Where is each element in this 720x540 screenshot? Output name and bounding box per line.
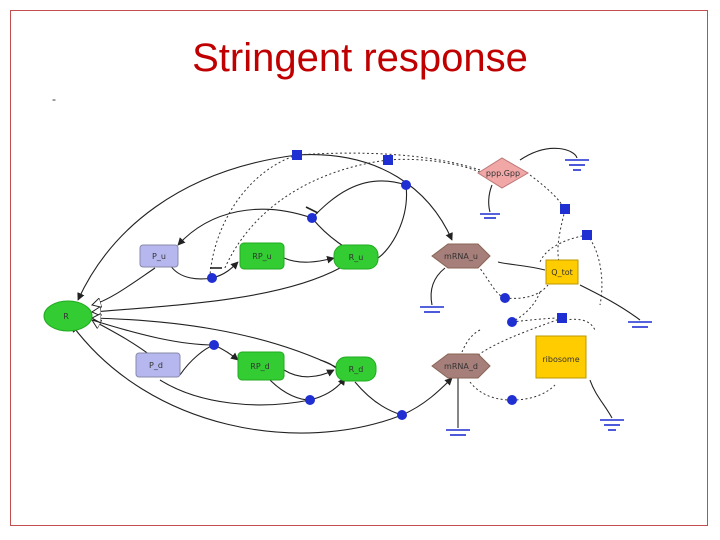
inhibit-bar-1: [305, 206, 319, 214]
node-rp-u: RP_u: [239, 242, 285, 270]
connector-square-1: [292, 150, 302, 160]
connector-square-2: [383, 155, 393, 165]
dotted-mrnad-to-lower-dot: [469, 381, 513, 401]
edge-pd-to-rd-top: [319, 359, 337, 369]
connector-dot-5: [507, 317, 517, 327]
round-connectors: [207, 180, 517, 420]
node-mrna-u: mRNA_u: [431, 243, 491, 269]
edge-dot-to-rd: [309, 377, 346, 401]
edge-bottom-arc-to-r: [71, 324, 403, 434]
node-ppgpp-label: ppp.Gpp: [486, 169, 520, 178]
edge-r-to-dot-lower: [91, 319, 215, 346]
node-r: R: [43, 300, 93, 332]
node-ribosome-label: ribosome: [542, 355, 579, 364]
dotted-ppgpp-to-sq2: [387, 158, 481, 173]
dotted-sq-to-ribo: [539, 234, 588, 263]
dotted-sq2-to-pu-dot: [223, 159, 389, 271]
node-p-d: P_d: [135, 352, 181, 378]
dotted-mrnau-loop: [504, 284, 549, 299]
square-connectors: [292, 150, 592, 323]
edge-qtot-left: [497, 261, 546, 271]
ground-symbols: [420, 159, 652, 436]
node-q-tot: Q_tot: [545, 259, 579, 285]
edge-rpd-to-rd: [283, 369, 335, 378]
edge-bottom-dot-to-mrnad: [401, 377, 453, 416]
edges-solid: [71, 147, 641, 434]
node-rp-u-label: RP_u: [252, 252, 271, 261]
node-p-u-label: P_u: [152, 252, 166, 261]
edge-ppgpp-to-r-arc: [77, 154, 298, 301]
node-r-d: R_d: [335, 356, 377, 382]
dotted-lower-dot-to-ribo: [511, 384, 556, 401]
corner-mark: -: [52, 92, 56, 106]
slide-frame: [10, 10, 708, 526]
dotted-sq-ribo-to-mrnad: [477, 317, 563, 356]
edge-ru-loop2: [311, 180, 407, 219]
connector-dot-1: [401, 180, 411, 190]
dotted-ribo-top: [564, 318, 596, 331]
node-p-u: P_u: [139, 244, 179, 268]
edge-ribosome-to-ground: [589, 379, 613, 419]
dotted-ppgpp-right: [529, 174, 566, 211]
node-mrna-d-label: mRNA_d: [444, 362, 478, 371]
connector-dot-7: [305, 395, 315, 405]
node-mrna-d: mRNA_d: [431, 353, 491, 379]
edge-rpu-to-ru: [283, 255, 335, 264]
ground-symbol-qtot: [628, 321, 652, 328]
node-rp-d: RP_d: [237, 351, 285, 381]
connector-dot-2: [307, 213, 317, 223]
ground-symbol-mrnau: [420, 306, 444, 313]
edge-pd-to-r: [92, 320, 151, 356]
edge-ppgpp-to-ground: [488, 184, 493, 213]
ground-symbol-mrnad: [446, 429, 470, 436]
edge-qtot-to-ground: [579, 284, 641, 321]
node-ribosome: ribosome: [535, 335, 587, 379]
edge-ppgpp-to-right-ground: [519, 147, 578, 161]
slide-title: Stringent response: [192, 36, 528, 80]
dotted-mid-to-sq: [511, 317, 563, 323]
edge-rd-to-r: [92, 318, 339, 369]
edge-ru-to-r-long: [92, 267, 341, 312]
node-p-d-label: P_d: [149, 361, 163, 370]
node-r-u-label: R_u: [349, 253, 364, 262]
connector-square-5: [557, 313, 567, 323]
ground-symbol-ppgpp-right: [565, 159, 589, 171]
edge-ru-arc-to-pu: [177, 208, 313, 246]
ground-symbol-ribosome: [600, 419, 624, 431]
inhibition-bars: [210, 206, 319, 269]
connector-dot-9: [397, 410, 407, 420]
node-mrna-u-label: mRNA_u: [444, 252, 478, 261]
node-r-u: R_u: [333, 244, 379, 270]
dotted-sq-to-mrnad: [461, 329, 481, 353]
edge-rd-to-bottom-dot: [354, 381, 403, 416]
edge-pd-to-dot-lower: [179, 344, 215, 376]
edge-rpd-to-dot: [269, 379, 311, 401]
node-ppgpp: ppp.Gpp: [477, 157, 530, 189]
connector-dot-8: [507, 395, 517, 405]
edge-ru-loop: [377, 184, 408, 259]
connector-dot-6: [209, 340, 219, 350]
edge-top-to-mrnau: [296, 154, 453, 241]
node-r-d-label: R_d: [349, 365, 364, 374]
connector-square-4: [582, 230, 592, 240]
node-q-tot-label: Q_tot: [551, 268, 572, 277]
dotted-to-mid-dot: [511, 291, 541, 323]
node-r-label: R: [63, 312, 69, 321]
dotted-ppgpp-to-top-sq: [296, 152, 481, 171]
edge-mrnau-to-ground: [430, 267, 446, 306]
ground-symbol-ppgpp-left: [480, 213, 500, 219]
edge-pu-to-r: [92, 267, 156, 305]
connector-square-3: [560, 204, 570, 214]
edge-pd-bottom-arc: [159, 379, 311, 406]
dotted-sq-right-to-qtot: [557, 209, 566, 266]
node-rp-d-label: RP_d: [250, 362, 269, 371]
connector-dot-4: [500, 293, 510, 303]
dotted-mrnau-to-q: [474, 261, 506, 299]
connector-dot-3: [207, 273, 217, 283]
